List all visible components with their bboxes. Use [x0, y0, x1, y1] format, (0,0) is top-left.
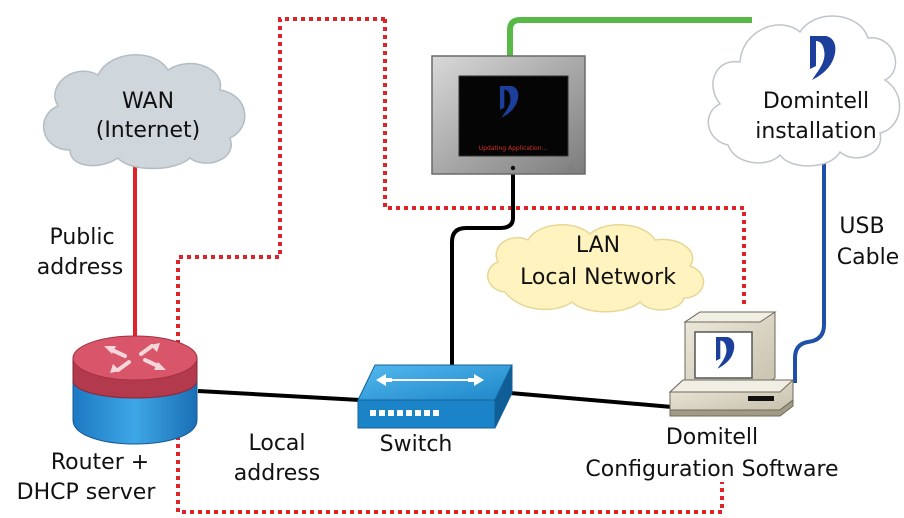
local-address-label-line1: Local	[248, 431, 305, 456]
touchscreen-icon: Updating Application... ᴅ	[431, 55, 586, 175]
wan-cloud-title: WAN	[122, 89, 174, 114]
lan-cloud-title: LAN	[576, 233, 620, 258]
switch-icon	[357, 364, 513, 429]
domintell-cloud-title: Domintell	[763, 89, 869, 114]
green-link	[507, 17, 752, 62]
touchscreen-status-text: Updating Application...	[479, 145, 548, 152]
router-label-line1: Router +	[51, 450, 149, 475]
svg-text:ᴅ: ᴅ	[568, 163, 573, 173]
domintell-installation-cloud: Domintell installation	[707, 15, 901, 167]
usb-cable-link	[793, 160, 826, 383]
lan-boundary-line-upper	[383, 19, 746, 305]
software-label-line1: Domitell	[666, 425, 758, 450]
usb-cable-label-line2: Cable	[837, 245, 899, 270]
ethernet-touchscreen-link	[450, 172, 515, 368]
public-address-label-line1: Public	[49, 225, 114, 250]
router-icon	[72, 335, 198, 445]
wan-cloud-subtitle: (Internet)	[96, 118, 201, 143]
local-address-label-line2: address	[234, 461, 320, 486]
computer-icon	[668, 311, 795, 417]
public-address-label-line2: address	[37, 255, 123, 280]
lan-cloud: LAN Local Network	[487, 224, 705, 313]
ethernet-router-link	[197, 389, 361, 402]
lan-boundary-line	[176, 17, 724, 514]
ethernet-pc-link	[509, 391, 673, 409]
software-label-line2: Configuration Software	[585, 457, 838, 482]
wan-cloud: WAN (Internet)	[42, 54, 246, 170]
switch-label: Switch	[380, 432, 453, 457]
router-label-line2: DHCP server	[17, 480, 157, 505]
lan-cloud-subtitle: Local Network	[520, 265, 676, 290]
domintell-cloud-subtitle: installation	[755, 119, 876, 144]
usb-cable-label-line1: USB	[839, 214, 884, 239]
